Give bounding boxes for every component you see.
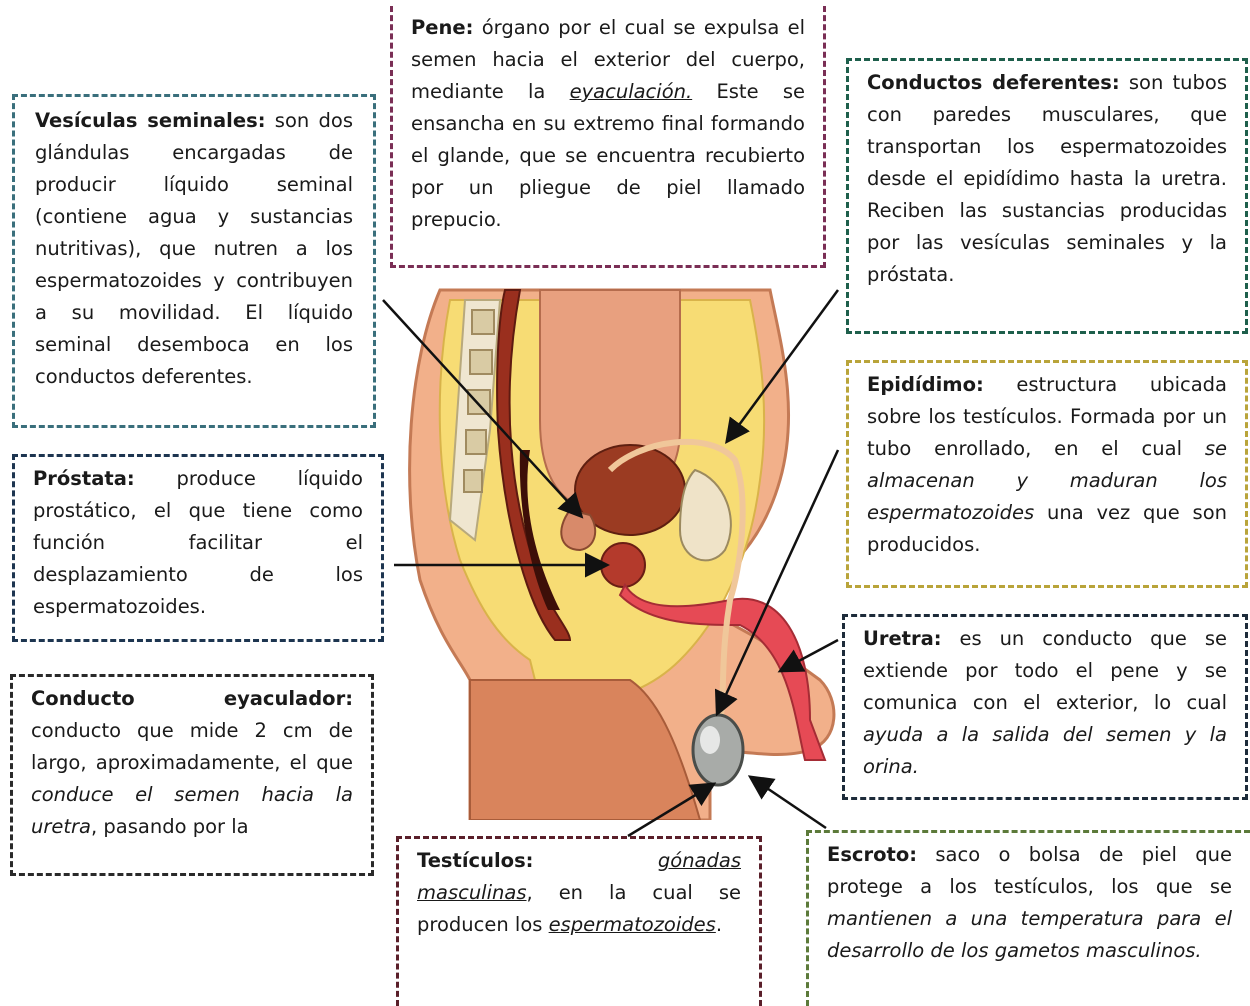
conductos-deferentes-box: Conductos deferentes: son tubos con pare… [846, 58, 1248, 334]
vesiculas-seminales-label: Vesículas seminales: [35, 109, 266, 132]
testicle-highlight [700, 726, 720, 754]
epididimo-label: Epidídimo: [867, 373, 984, 396]
uretra-italic: ayuda a la salida del semen y la orina. [863, 723, 1227, 778]
vesiculas-seminales-text: son dos glándulas encargadas de producir… [35, 109, 353, 388]
conducto-eyaculador-text: conducto que mide 2 cm de largo, aproxim… [31, 719, 353, 774]
pene-eyaculacion-link: eyaculación. [570, 80, 693, 103]
testiculos-label: Testículos: [417, 849, 533, 872]
male-reproductive-illustration [380, 280, 850, 820]
prostata-label: Próstata: [33, 467, 135, 490]
uretra-box: Uretra: es un conducto que se extiende p… [842, 614, 1248, 800]
conductos-deferentes-text: son tubos con paredes musculares, que tr… [867, 71, 1227, 286]
epididimo-box: Epidídimo: estructura ubicada sobre los … [846, 360, 1248, 588]
uretra-label: Uretra: [863, 627, 942, 650]
pene-box: Pene: órgano por el cual se expulsa el s… [390, 6, 826, 268]
conducto-eyaculador-text-end: , pasando por la [91, 815, 249, 838]
conductos-deferentes-label: Conductos deferentes: [867, 71, 1120, 94]
testiculos-text-end: . [716, 913, 722, 936]
prostata-box: Próstata: produce líquido prostático, el… [12, 454, 384, 642]
seminal-vesicle [561, 510, 595, 550]
testiculos-espermatozoides: espermatozoides [549, 913, 716, 936]
conducto-eyaculador-box: Conducto eyaculador: conducto que mide 2… [10, 674, 374, 876]
escroto-box: Escroto: saco o bolsa de piel que proteg… [806, 830, 1250, 1006]
conducto-eyaculador-label: Conducto eyaculador: [31, 687, 353, 710]
testicle [693, 715, 743, 785]
testiculos-box: Testículos: gónadas masculinas, en la cu… [396, 836, 762, 1006]
escroto-italic: mantienen a una temperatura para el desa… [827, 907, 1232, 962]
escroto-label: Escroto: [827, 843, 917, 866]
pene-label: Pene: [411, 16, 473, 39]
prostate [601, 543, 645, 587]
vesiculas-seminales-box: Vesículas seminales: son dos glándulas e… [12, 94, 376, 428]
